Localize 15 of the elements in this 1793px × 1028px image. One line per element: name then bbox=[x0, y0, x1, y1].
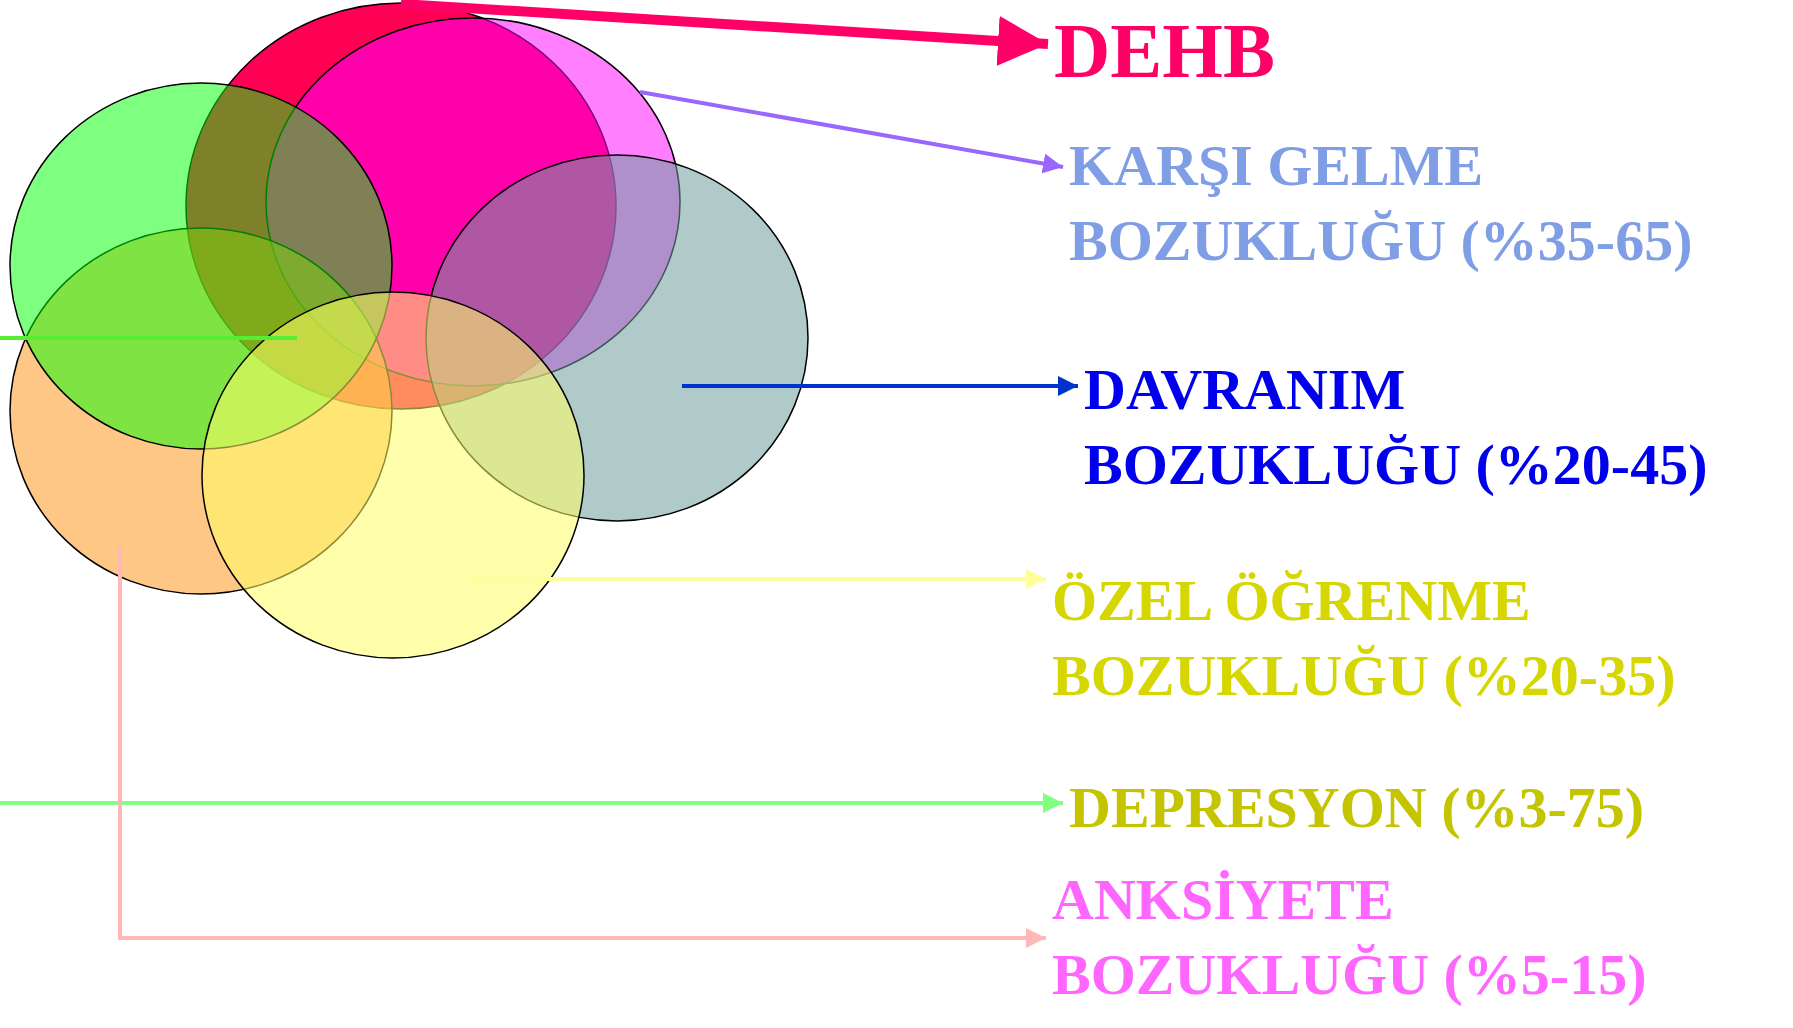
arrow bbox=[682, 376, 1078, 396]
disorder-label: KARŞI GELME BOZUKLUĞU (%35-65) bbox=[1069, 128, 1789, 279]
disorder-label: DAVRANIM BOZUKLUĞU (%20-45) bbox=[1084, 352, 1789, 503]
disorder-label: DEHB bbox=[1054, 0, 1454, 102]
ellipse bbox=[201, 291, 585, 659]
ellipse bbox=[9, 82, 393, 450]
line bbox=[0, 336, 297, 340]
disorder-label: ÖZEL ÖĞRENME BOZUKLUĞU (%20-35) bbox=[1052, 563, 1772, 714]
ellipse bbox=[185, 2, 617, 410]
arrow bbox=[0, 793, 1063, 813]
disorder-label: ANKSİYETE BOZUKLUĞU (%5-15) bbox=[1052, 862, 1702, 1013]
arrow bbox=[118, 547, 1046, 948]
disorder-label: DEPRESYON (%3-75) bbox=[1069, 770, 1769, 846]
arrow bbox=[472, 569, 1046, 589]
arrow bbox=[639, 90, 1064, 174]
